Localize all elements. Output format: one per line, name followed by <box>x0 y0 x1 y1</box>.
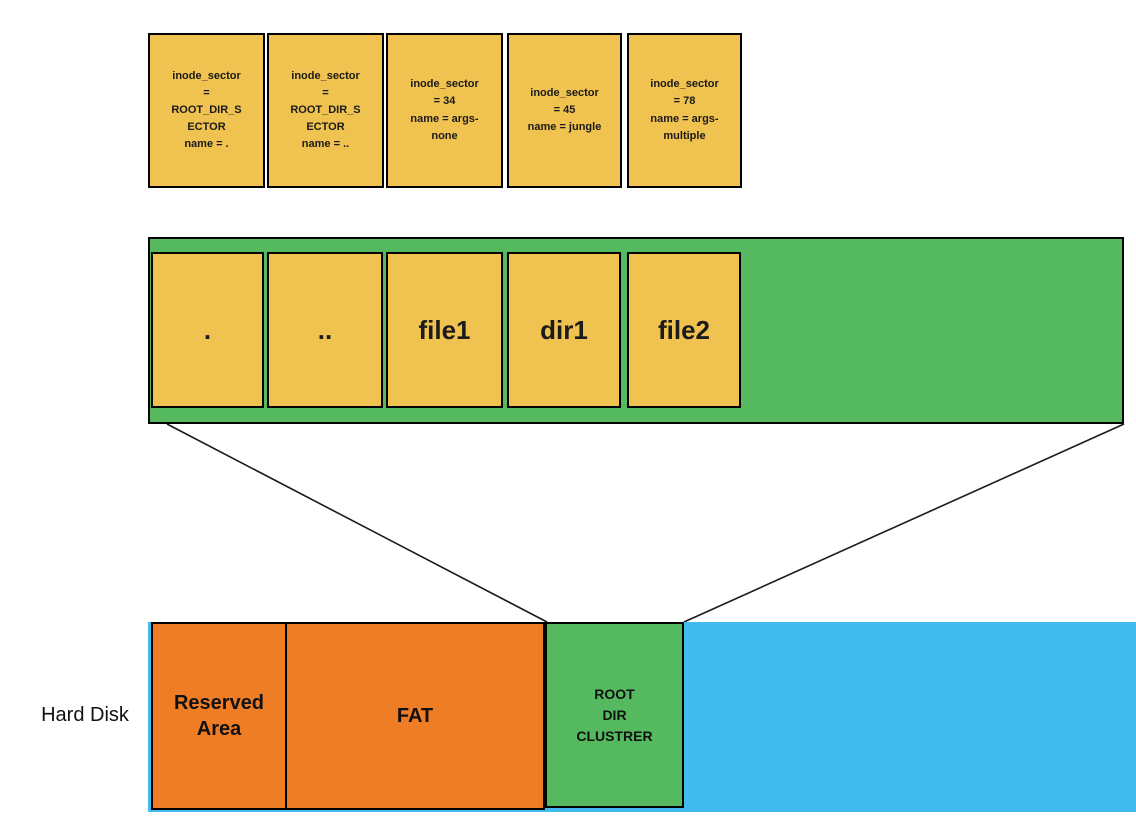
zoom-guide-line-right <box>683 423 1125 623</box>
dir-entry-label: file1 <box>418 314 471 345</box>
dir-entry-box-dir1: dir1 <box>507 252 621 408</box>
dir-entry-label: . <box>203 314 212 345</box>
inode-entry-text: inode_sector = 34 name = args- none <box>410 78 479 142</box>
inode-entry-box-args-multiple: inode_sector = 78 name = args- multiple <box>627 33 742 188</box>
dir-entry-label: dir1 <box>540 314 588 345</box>
fat-region: FAT <box>285 622 545 810</box>
dir-entry-box-file2: file2 <box>627 252 741 408</box>
root-dir-cluster-label: ROOT DIR CLUSTRER <box>576 685 653 744</box>
dir-entry-box-dot: . <box>151 252 264 408</box>
inode-entry-text: inode_sector = ROOT_DIR_S ECTOR name = . <box>171 69 242 151</box>
dir-entry-box-file1: file1 <box>386 252 503 408</box>
inode-entry-box-jungle: inode_sector = 45 name = jungle <box>507 33 622 188</box>
fat-label: FAT <box>396 705 434 727</box>
reserved-area-region: Reserved Area <box>151 622 287 810</box>
dir-entry-label: file2 <box>657 314 711 345</box>
dir-entry-box-dotdot: .. <box>267 252 383 408</box>
inode-entry-text: inode_sector = ROOT_DIR_S ECTOR name = .… <box>290 69 361 151</box>
dir-entry-label: .. <box>317 314 333 345</box>
hard-disk-label: Hard Disk <box>41 704 129 726</box>
root-dir-cluster-region: ROOT DIR CLUSTRER <box>545 622 684 808</box>
inode-entry-text: inode_sector = 45 name = jungle <box>527 86 602 134</box>
inode-entry-box-dot: inode_sector = ROOT_DIR_S ECTOR name = . <box>148 33 265 188</box>
reserved-area-label: Reserved Area <box>173 692 265 740</box>
inode-entry-box-args-none: inode_sector = 34 name = args- none <box>386 33 503 188</box>
inode-entry-box-dotdot: inode_sector = ROOT_DIR_S ECTOR name = .… <box>267 33 384 188</box>
inode-entry-text: inode_sector = 78 name = args- multiple <box>650 78 719 142</box>
zoom-guide-line-left <box>166 423 548 623</box>
